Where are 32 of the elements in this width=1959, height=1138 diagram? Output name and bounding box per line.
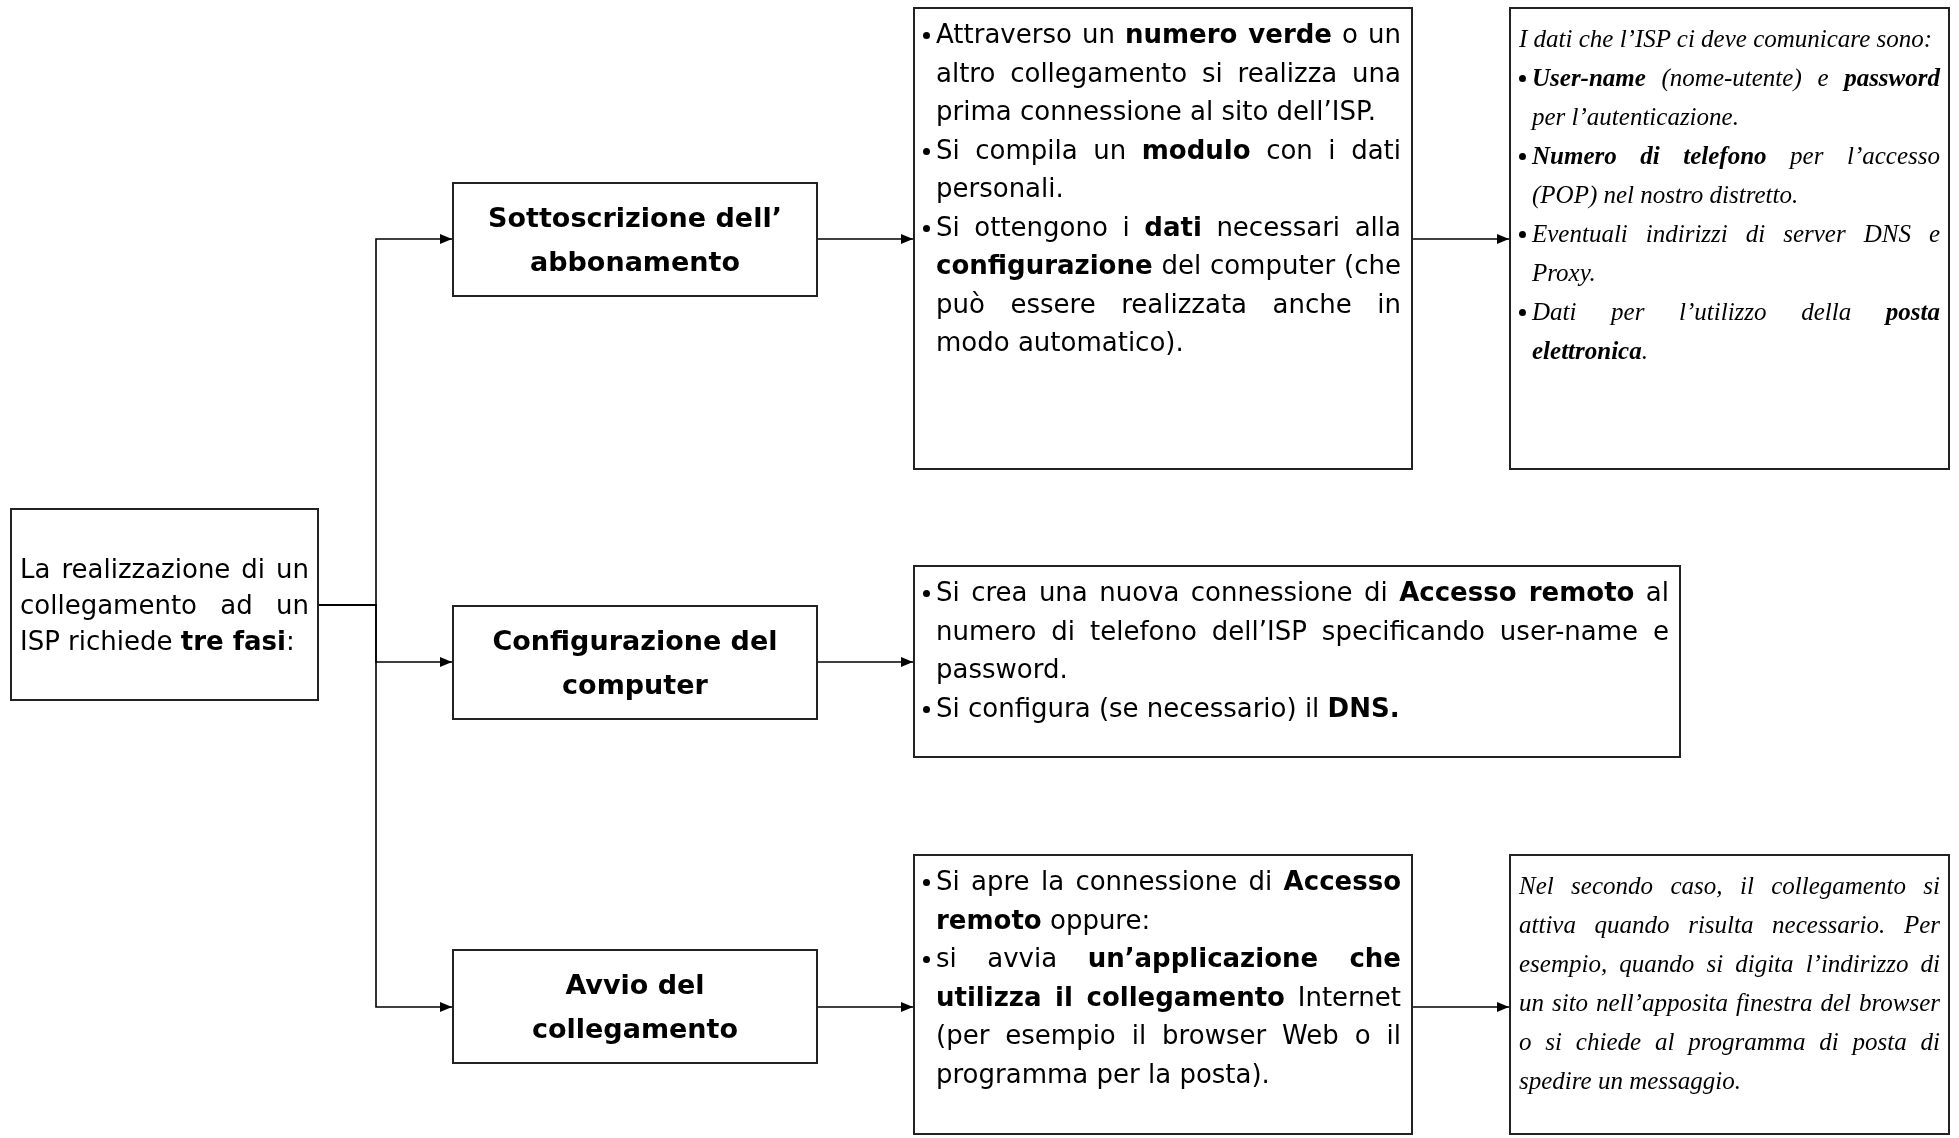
text-box [10, 508, 319, 701]
box-heading: Avvio del collegamento [530, 967, 739, 1046]
bullet-text: User-name (nome-utente) e password per l’autenticazione. [1532, 63, 1940, 132]
arrow [1412, 1002, 1510, 1012]
bullet-text: Si compila un modulo con i dati personali. [936, 133, 1401, 205]
text-box [452, 182, 818, 297]
text-box [913, 854, 1413, 1135]
arrow [817, 657, 914, 667]
arrow [318, 604, 453, 1012]
box-heading: Configurazione del computer [491, 623, 779, 702]
box-text: Nel secondo caso, il collegamento si attiva quando risulta necessario. Per esempio, quando si digita l’indirizzo di un sito nell’apposita finestra del browser o si chiede al programma di posta di spedire un messaggio. [1519, 871, 1940, 1096]
arrow [817, 1002, 914, 1012]
bullet-text: Si configura (se necessario) il DNS. [936, 691, 1401, 725]
arrow [817, 234, 914, 244]
bullet-text: Si ottengono i dati necessari alla configurazione del computer (che può essere realizzata anche in modo automatico). [936, 210, 1401, 359]
text-box [1509, 7, 1950, 470]
box-text: La realizzazione di un collegamento ad un ISP richiede tre fasi: [20, 552, 309, 658]
bullet-text: Attraverso un numero verde o un altro collegamento si realizza una prima connessione al sito dell’ISP. [936, 18, 1401, 128]
bullet-text: Eventuali indirizzi di server DNS e Proxy. [1532, 219, 1940, 288]
text-box [1509, 854, 1950, 1135]
arrow [1412, 234, 1510, 244]
bullet-text: si avvia un’applicazione che utilizza il collegamento Internet (per esempio il browser Web o il programma per la posta). [936, 942, 1401, 1091]
bullet-text: Dati per l’utilizzo della posta elettronica. [1532, 297, 1940, 366]
bullet-text: Si crea una nuova connessione di Accesso remoto al numero di telefono dell’ISP specificando user-name e password. [936, 576, 1669, 686]
box-text: I dati che l’ISP ci deve comunicare sono: [1519, 24, 1934, 54]
box-heading: Sottoscrizione dell’ abbonamento [487, 200, 783, 279]
text-box [452, 949, 818, 1064]
text-box [452, 605, 818, 720]
text-box [913, 565, 1681, 758]
bullet-text: Numero di telefono per l’accesso (POP) nel nostro distretto. [1532, 141, 1940, 211]
bullet-text: Si apre la connessione di Accesso remoto oppure: [936, 865, 1401, 937]
text-box [913, 7, 1413, 470]
